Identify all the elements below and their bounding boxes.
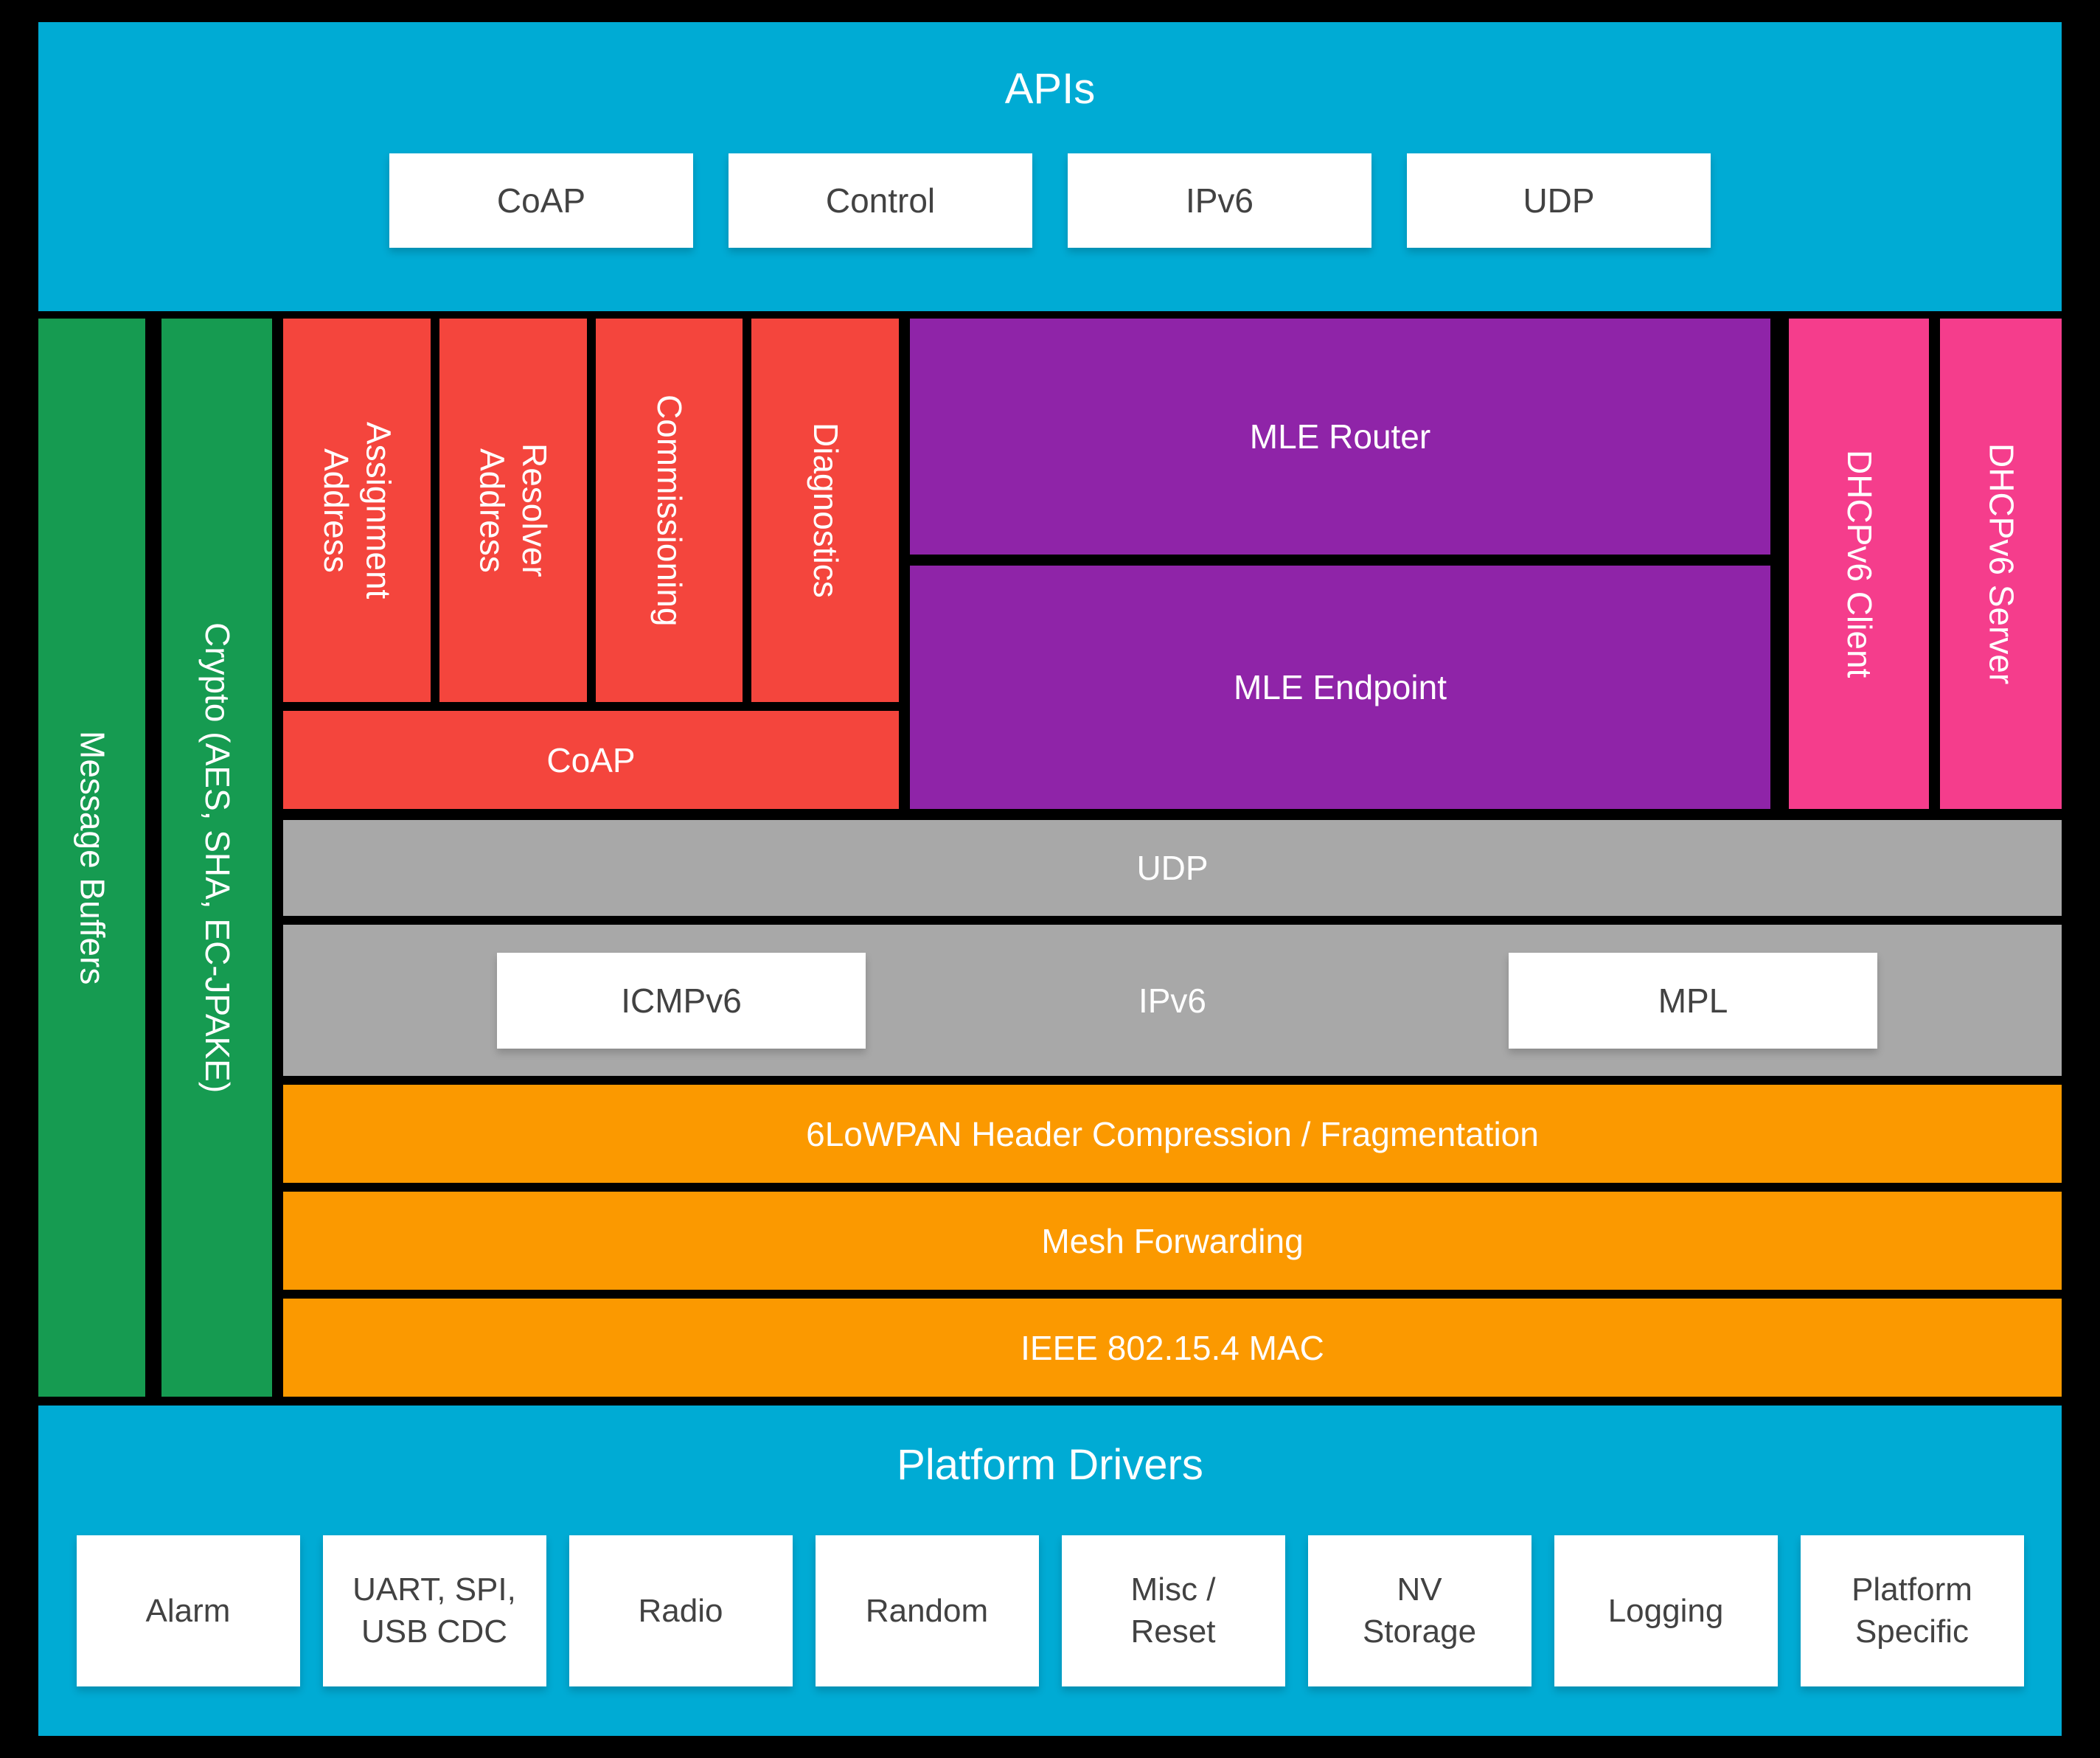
block-icmpv6: ICMPv6 bbox=[497, 953, 866, 1049]
api-box-udp: UDP bbox=[1407, 153, 1711, 248]
address-resolver-label: Address Resolver bbox=[470, 443, 555, 577]
block-mle-router: MLE Router bbox=[910, 319, 1770, 555]
block-mesh-forwarding: Mesh Forwarding bbox=[283, 1192, 2062, 1290]
address-assignment-label: Address Assignment bbox=[314, 422, 399, 599]
label-line: UART, SPI, bbox=[352, 1571, 516, 1608]
crypto-label: Crypto (AES, SHA, EC-JPAKE) bbox=[198, 622, 237, 1094]
block-dhcpv6-client: DHCPv6 Client bbox=[1789, 319, 1929, 809]
api-box-control: Control bbox=[729, 153, 1032, 248]
platform-box-uart-spi-usb: UART, SPI, USB CDC bbox=[322, 1535, 546, 1686]
platform-box-alarm: Alarm bbox=[76, 1535, 300, 1686]
block-ipv6: IPv6 ICMPv6 MPL bbox=[283, 925, 2062, 1076]
label-line: Misc / bbox=[1130, 1571, 1216, 1608]
label-line: Specific bbox=[1854, 1613, 1969, 1650]
dhcpv6-client-label: DHCPv6 Client bbox=[1840, 449, 1879, 678]
block-udp: UDP bbox=[283, 820, 2062, 916]
block-6lowpan: 6LoWPAN Header Compression / Fragmentati… bbox=[283, 1085, 2062, 1183]
red-modules-row: Address Assignment Address Resolver bbox=[283, 319, 899, 702]
block-dhcpv6-server: DHCPv6 Server bbox=[1940, 319, 2062, 809]
label-line: Logging bbox=[1607, 1592, 1724, 1629]
api-band: APIs CoAP Control IPv6 UDP bbox=[38, 22, 2062, 311]
block-mle-endpoint: MLE Endpoint bbox=[910, 566, 1770, 809]
api-box-ipv6: IPv6 bbox=[1068, 153, 1371, 248]
column-crypto: Crypto (AES, SHA, EC-JPAKE) bbox=[161, 319, 272, 1397]
block-address-resolver: Address Resolver bbox=[439, 319, 587, 702]
thread-core-row: Address Assignment Address Resolver bbox=[283, 319, 2062, 809]
label-line: Random bbox=[865, 1592, 989, 1629]
api-box-coap: CoAP bbox=[389, 153, 693, 248]
column-message-buffers: Message Buffers bbox=[38, 319, 145, 1397]
label-line: Resolver bbox=[515, 443, 554, 577]
label-line: Storage bbox=[1362, 1613, 1477, 1650]
block-ieee-802-15-4-mac: IEEE 802.15.4 MAC bbox=[283, 1299, 2062, 1397]
block-address-assignment: Address Assignment bbox=[283, 319, 431, 702]
mle-group: MLE Router MLE Endpoint bbox=[910, 319, 1770, 809]
platform-box-logging: Logging bbox=[1554, 1535, 1778, 1686]
label-line: USB CDC bbox=[361, 1613, 508, 1650]
platform-band-title: Platform Drivers bbox=[897, 1441, 1203, 1489]
label-line: Reset bbox=[1130, 1613, 1216, 1650]
platform-box-misc-reset: Misc / Reset bbox=[1061, 1535, 1285, 1686]
api-boxes-row: CoAP Control IPv6 UDP bbox=[38, 153, 2062, 248]
platform-box-radio: Radio bbox=[569, 1535, 793, 1686]
platform-box-random: Random bbox=[815, 1535, 1039, 1686]
platform-box-platform-specific: Platform Specific bbox=[1800, 1535, 2024, 1686]
label-line: Radio bbox=[638, 1592, 723, 1629]
label-line: Commissioning bbox=[650, 394, 689, 627]
label-line: Address bbox=[316, 448, 355, 573]
coap-services-group: Address Assignment Address Resolver bbox=[283, 319, 899, 809]
platform-boxes-row: Alarm UART, SPI, USB CDC Radio Random Mi… bbox=[38, 1535, 2062, 1686]
core-region: Message Buffers Crypto (AES, SHA, EC-JPA… bbox=[38, 319, 2062, 1397]
dhcpv6-server-label: DHCPv6 Server bbox=[1982, 442, 2021, 685]
commissioning-label: Commissioning bbox=[648, 395, 691, 626]
api-band-title: APIs bbox=[1004, 65, 1096, 113]
label-line: Platform bbox=[1852, 1571, 1972, 1608]
block-diagnostics: Diagnostics bbox=[751, 319, 899, 702]
diagnostics-label: Diagnostics bbox=[804, 423, 846, 598]
message-buffers-label: Message Buffers bbox=[73, 730, 112, 985]
label-line: NV bbox=[1397, 1571, 1442, 1608]
block-coap: CoAP bbox=[283, 711, 899, 809]
ipv6-label: IPv6 bbox=[1138, 981, 1207, 1020]
block-commissioning: Commissioning bbox=[595, 319, 743, 702]
label-line: Alarm bbox=[145, 1592, 231, 1629]
protocol-stack: Address Assignment Address Resolver bbox=[283, 319, 2062, 1397]
platform-band: Platform Drivers Alarm UART, SPI, USB CD… bbox=[38, 1406, 2062, 1736]
label-line: Assignment bbox=[359, 421, 398, 600]
label-line: Address bbox=[473, 448, 512, 573]
platform-box-nv-storage: NV Storage bbox=[1307, 1535, 1531, 1686]
label-line: Diagnostics bbox=[806, 423, 845, 598]
block-mpl: MPL bbox=[1509, 953, 1877, 1049]
